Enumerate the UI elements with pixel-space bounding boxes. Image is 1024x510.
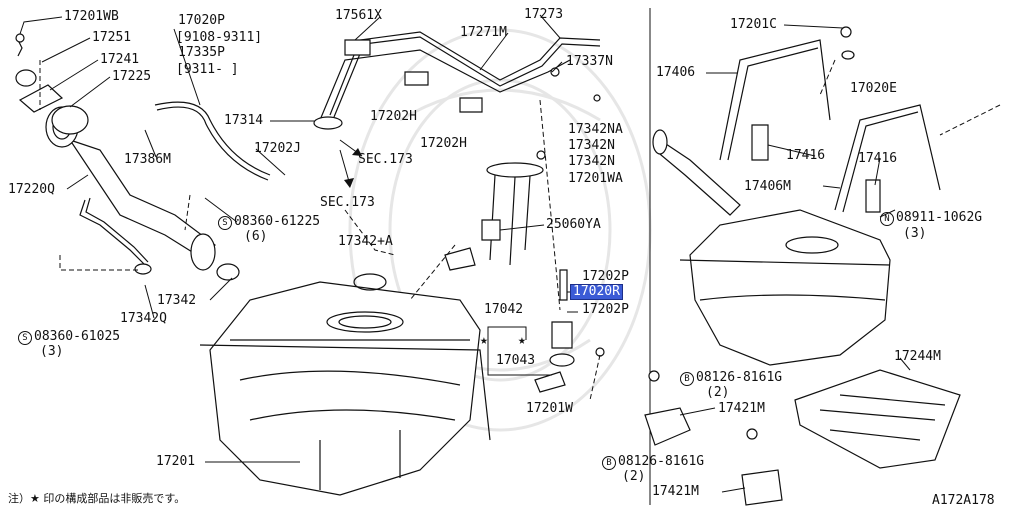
bracket-17421m-lower xyxy=(741,469,783,506)
label-17421m-1: 17421M xyxy=(718,401,765,416)
s-circle-icon: S xyxy=(18,331,32,345)
label-25060ya: 25060YA xyxy=(546,217,601,232)
label-17202j: 17202J xyxy=(254,141,301,156)
tank-straps xyxy=(719,26,941,213)
label-17337n: 17337N xyxy=(566,54,613,69)
label-17043: 17043 xyxy=(496,353,536,368)
label-17202p-1: 17202P xyxy=(582,269,629,284)
label-17244m: 17244M xyxy=(894,349,941,364)
fuel-tank-17201 xyxy=(199,273,491,496)
tank-protector-17244m xyxy=(794,369,961,469)
part-number-08126-8161g-2: 08126-8161G xyxy=(618,454,705,469)
vent-hose xyxy=(154,101,271,176)
label-17342a: 17342+A xyxy=(338,234,393,249)
label-17386m: 17386M xyxy=(124,152,171,167)
label-17342na: 17342NA xyxy=(568,122,623,137)
cap-parts xyxy=(15,33,89,135)
label-17342q: 17342Q xyxy=(120,311,167,326)
label-17202h-1: 17202H xyxy=(370,109,417,124)
label-17416-1: 17416 xyxy=(786,148,826,163)
label-9311: [9311- ] xyxy=(176,62,239,77)
b-circle-icon: B xyxy=(680,372,694,386)
label-17561x: 17561X xyxy=(335,8,382,23)
bracket-17042 xyxy=(487,326,527,340)
label-qty-3-right: (3) xyxy=(903,226,927,241)
part-number-08911-1062g: 08911-1062G xyxy=(896,210,983,225)
label-17201wb: 17201WB xyxy=(64,9,119,24)
bolt-08126-lower xyxy=(746,428,758,440)
label-17201wa: 17201WA xyxy=(568,171,623,186)
sec-arrow-1-head xyxy=(352,148,362,156)
label-17020e: 17020E xyxy=(850,81,897,96)
protector-ribs xyxy=(819,394,946,441)
label-17406m: 17406M xyxy=(744,179,791,194)
fuel-tank-right xyxy=(652,129,891,366)
label-leaders xyxy=(19,14,911,493)
star-mark-2: ★ xyxy=(518,333,526,348)
label-17220q: 17220Q xyxy=(8,182,55,197)
label-17042: 17042 xyxy=(484,302,524,317)
label-17335p: 17335P xyxy=(178,45,225,60)
label-17202h-2: 17202H xyxy=(420,136,467,151)
dashed-leaders xyxy=(39,59,1001,401)
sec-arrow-2-head xyxy=(344,178,354,188)
label-sec173-1: SEC.173 xyxy=(358,152,413,167)
label-17201w: 17201W xyxy=(526,401,573,416)
label-17342: 17342 xyxy=(157,293,197,308)
label-sec173-2: SEC.173 xyxy=(320,195,375,210)
label-17273: 17273 xyxy=(524,7,564,22)
part-number-08126-8161g-1: 08126-8161G xyxy=(696,370,783,385)
label-17201c: 17201C xyxy=(730,17,777,32)
vent-hose-edge xyxy=(156,106,269,181)
star-mark-1: ★ xyxy=(480,333,488,348)
label-17251: 17251 xyxy=(92,30,132,45)
label-17271m: 17271M xyxy=(460,25,507,40)
label-17020p: 17020P xyxy=(178,13,225,28)
label-17225: 17225 xyxy=(112,69,152,84)
b-circle-icon: B xyxy=(602,456,616,470)
label-17020r-highlighted[interactable]: 17020R xyxy=(570,284,623,300)
label-17421m-2: 17421M xyxy=(652,484,699,499)
fuel-pump-sender xyxy=(444,150,605,393)
diagram-code: A172A178 xyxy=(932,493,995,508)
label-qty-3-left: (3) xyxy=(40,344,64,359)
label-17342n-2: 17342N xyxy=(568,154,615,169)
label-17416-2: 17416 xyxy=(858,151,898,166)
label-qty-2-1: (2) xyxy=(706,385,730,400)
part-number-08360-61025: 08360-61025 xyxy=(34,329,121,344)
bracket-17421m-upper xyxy=(644,407,691,446)
label-17241: 17241 xyxy=(100,52,140,67)
label-17314: 17314 xyxy=(224,113,264,128)
footnote: 注）★ 印の構成部品は非販売です。 xyxy=(8,492,186,505)
label-17406: 17406 xyxy=(656,65,696,80)
fuel-lines xyxy=(313,31,601,130)
part-number-08360-61225: 08360-61225 xyxy=(234,214,321,229)
label-17202p-2: 17202P xyxy=(582,302,629,317)
label-qty-2-2: (2) xyxy=(622,469,646,484)
bolt-08126-upper xyxy=(648,370,660,382)
n-circle-icon: N xyxy=(880,212,894,226)
label-qty-6: (6) xyxy=(244,229,268,244)
label-17342n-1: 17342N xyxy=(568,138,615,153)
leader-17043-group xyxy=(487,340,552,376)
label-17201: 17201 xyxy=(156,454,196,469)
label-9108-9311: [9108-9311] xyxy=(176,30,263,45)
s-circle-icon: S xyxy=(218,216,232,230)
